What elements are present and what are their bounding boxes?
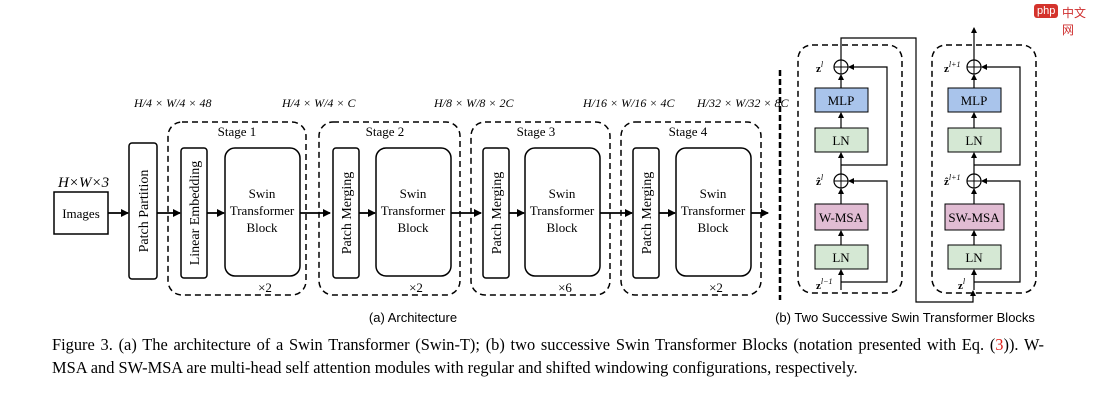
block-b-attn-label: SW-MSA: [948, 210, 1000, 225]
stage3-block-line1: Swin: [549, 186, 576, 201]
input-dims: H×W×3: [57, 175, 109, 191]
stage4-merge-label: Patch Merging: [640, 172, 655, 255]
images-box: [53, 191, 109, 235]
stage3-block: [524, 147, 601, 277]
images-label: Images: [62, 206, 100, 221]
stage1-dim: H/4 × W/4 × C: [281, 96, 357, 110]
stage1-block: [224, 147, 301, 277]
watermark-badge: php: [1034, 4, 1059, 18]
block-b-z-in: zl: [958, 277, 966, 292]
stage4-title: Stage 4: [669, 124, 708, 139]
caption-ref-link[interactable]: 3: [995, 335, 1004, 354]
block-a-ln-bottom: [814, 244, 869, 270]
patch-partition-box: [128, 142, 158, 280]
stage2-block-line3: Block: [397, 220, 429, 235]
stage1-block-line1: Swin: [249, 186, 276, 201]
stage3-merge-label: Patch Merging: [490, 172, 505, 255]
block-b-ln-top-label: LN: [965, 133, 983, 148]
stage2-dim: H/8 × W/8 × 2C: [433, 96, 515, 110]
stage4-block-line2: Transformer: [681, 203, 746, 218]
stage2-repeat: ×2: [409, 280, 423, 295]
block-a-ln-bottom-label: LN: [832, 250, 850, 265]
stage2-merge-label: Patch Merging: [340, 172, 355, 255]
stage2-block-line1: Swin: [400, 186, 427, 201]
stage4-block: [675, 147, 752, 277]
partition-dim: H/4 × W/4 × 48: [133, 96, 212, 110]
block-a-z-out: zl: [816, 60, 824, 75]
watermark-text: 中文网: [1062, 6, 1087, 37]
stage4-repeat: ×2: [709, 280, 723, 295]
block-a-mlp-label: MLP: [828, 93, 855, 108]
block-b-z-hat: ẑl+1: [944, 173, 961, 188]
block-a-z-hat: ẑl: [816, 173, 824, 188]
block-connection: [840, 37, 976, 303]
stage3-frame: [470, 121, 611, 296]
linear-embedding-label: Linear Embedding: [188, 161, 203, 266]
stage3-block-line3: Block: [546, 220, 578, 235]
stage3-repeat: ×6: [558, 280, 572, 295]
stage1-repeat: ×2: [258, 280, 272, 295]
stage4-block-line1: Swin: [700, 186, 727, 201]
sublabel-a: (a) Architecture: [369, 310, 457, 325]
stage2-title: Stage 2: [366, 124, 405, 139]
caption-part2: )). W-MSA and SW-MSA are multi-head self…: [52, 335, 1044, 377]
stage2-block-line2: Transformer: [381, 203, 446, 218]
stage4-frame: [620, 121, 762, 296]
stage1-block-line2: Transformer: [230, 203, 295, 218]
figure-caption: Figure 3. (a) The architecture of a Swin…: [52, 333, 1044, 379]
stage1-frame: [167, 121, 307, 296]
block-a-attn-label: W-MSA: [819, 210, 864, 225]
stage3-block-line2: Transformer: [530, 203, 595, 218]
block-b-mlp-label: MLP: [961, 93, 988, 108]
stage3-dim: H/16 × W/16 × 4C: [582, 96, 676, 110]
block-b-z-out: zl+1: [944, 60, 961, 75]
stage4-dim: H/32 × W/32 × 8C: [696, 96, 790, 110]
sublabel-b: (b) Two Successive Swin Transformer Bloc…: [775, 310, 1035, 325]
block-a-mlp: [814, 87, 869, 113]
stage1-block-line3: Block: [246, 220, 278, 235]
block-b-ln-bottom-label: LN: [965, 250, 983, 265]
block-a-z-in: zl−1: [816, 277, 833, 292]
architecture-diagram: H×W×3 Images Patch Partition H/4 × W/4 ×…: [53, 27, 1037, 325]
stage1-title: Stage 1: [218, 124, 257, 139]
stage3-title: Stage 3: [517, 124, 556, 139]
stage4-block-line3: Block: [697, 220, 729, 235]
patch-partition-label: Patch Partition: [137, 170, 152, 253]
stage2-block: [375, 147, 452, 277]
caption-part1: Figure 3. (a) The architecture of a Swin…: [52, 335, 996, 354]
block-a-ln-top-label: LN: [832, 133, 850, 148]
